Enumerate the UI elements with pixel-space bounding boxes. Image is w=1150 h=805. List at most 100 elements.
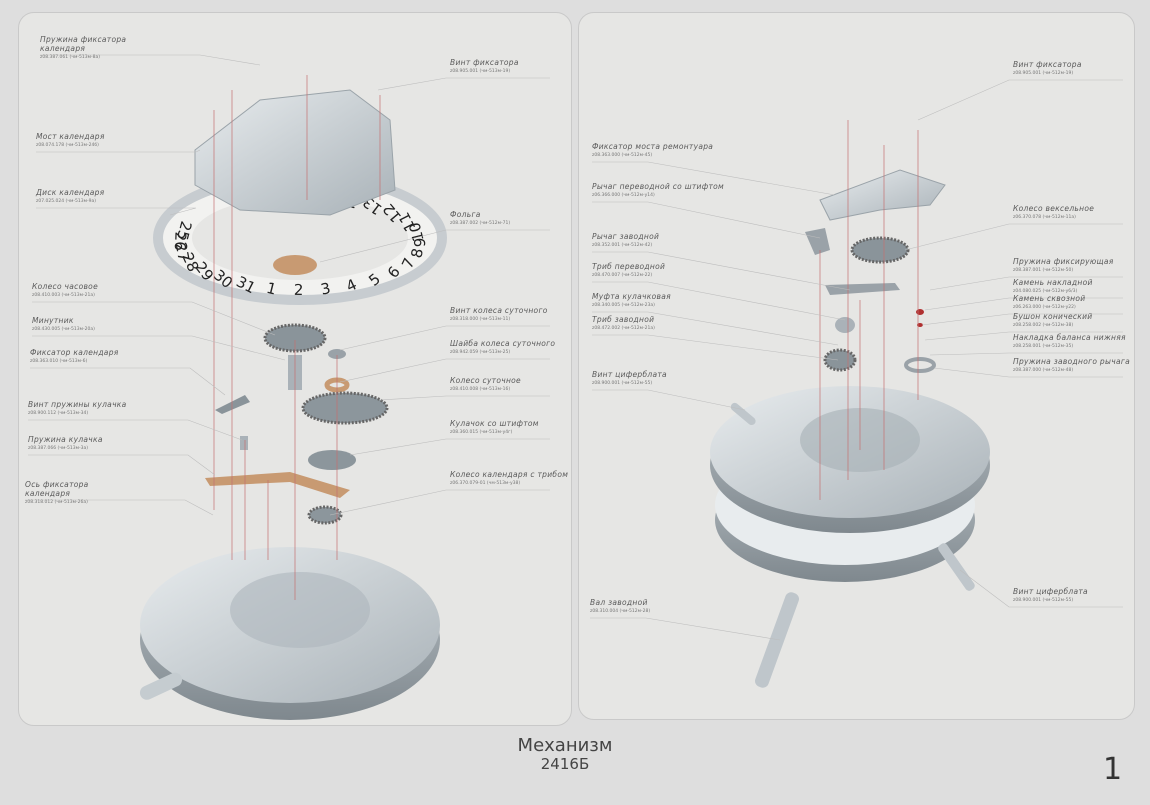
part-name: Накладка баланса нижняя: [1013, 333, 1126, 342]
part-code: z08.900.001 (чм-512м-55): [1013, 598, 1074, 603]
right-parts: [805, 169, 946, 373]
part-label: Пружина фиксирующая z08.387.001 (чм-512м-…: [1013, 257, 1114, 273]
title-line-1: Механизм: [517, 735, 613, 756]
part-code: z08.430.005 (чм-513м-20а): [32, 327, 95, 332]
part-code: z08.387.000 (чм-512м-48): [1013, 368, 1074, 373]
part-code: z04.080.025 (чм-512м-у6/3): [1013, 289, 1078, 294]
leader-line: [30, 367, 226, 396]
part-code: z06.366.000 (чм-512м-у14): [592, 193, 655, 198]
part-label: Кулачок со штифтом z08.360.015 (чм-513м-у…: [450, 419, 539, 435]
part-name: Колесо часовое: [32, 282, 98, 291]
leader-line: [339, 325, 550, 351]
leader-line: [929, 352, 1123, 356]
leader-line: [32, 301, 276, 336]
left-gears: [205, 323, 389, 525]
part-code: z06.370.079-01 (чм-513м-у38): [450, 481, 521, 486]
leader-line: [592, 281, 846, 321]
part-code: z08.410.003 (чм-513м-21а): [32, 293, 95, 298]
leader-line: [592, 334, 839, 361]
leader-line: [379, 395, 550, 401]
part-code: z06.263.000 (чм-512м-у22): [1013, 305, 1076, 310]
part-code: z08.074.178 (чм-513м-24б): [36, 143, 99, 148]
leader-line: [329, 489, 550, 516]
calendar-digit: 3: [319, 279, 332, 299]
calendar-digit: 9: [411, 238, 429, 248]
part-name: Винт пружины кулачка: [28, 400, 127, 409]
part-label: Колесо вексельное z06.370.078 (чм-512м-11…: [1013, 204, 1094, 220]
part-name: Кулачок со штифтом: [450, 419, 539, 428]
part-label: Колесо суточное z08.410.008 (чм-513м-16): [450, 376, 521, 392]
leader-line: [933, 367, 1123, 378]
right-panel: [578, 12, 1135, 720]
leader-line: [590, 617, 781, 641]
part-name: Пружина кулачка: [28, 435, 103, 444]
part-label: Винт пружины кулачка z08.900.112 (чм-513м…: [28, 400, 127, 416]
part-code: z08.352.001 (чм-512м-42): [592, 243, 653, 248]
part-code: z08.387.001 (чм-512м-50): [1013, 268, 1074, 273]
leader-line: [349, 438, 550, 456]
part-code: z08.900.112 (чм-513м-34): [28, 411, 89, 416]
part-code: z08.470.007 (чм-512м-22): [592, 273, 653, 278]
leader-line: [36, 149, 201, 153]
part-name: Колесо вексельное: [1013, 204, 1095, 213]
part-code: z08.360.015 (чм-513м-у4г): [450, 430, 513, 435]
leader-line: [28, 454, 216, 476]
part-code: z08.387.061 (чм-513м-8а): [40, 55, 100, 60]
part-name: Камень накладной: [1013, 278, 1093, 287]
part-code: z08.905.001 (чм-513м-19): [450, 69, 511, 74]
part-name: Минутник: [32, 316, 74, 325]
calendar-digit: 2: [294, 281, 304, 299]
part-code: z08.905.001 (чм-512м-19): [1013, 71, 1074, 76]
part-name: Муфта кулачковая: [592, 292, 671, 301]
part-name: Мост календаря: [36, 132, 105, 141]
part-label: Мост календаря z08.074.178 (чм-513м-24б): [36, 132, 105, 148]
part-name: Ось фиксатора календаря: [25, 480, 89, 498]
leader-line: [32, 335, 286, 361]
part-code: z08.340.005 (чм-512м-23а): [592, 303, 655, 308]
part-code: z08.258.001 (чм-512м-35): [1013, 344, 1074, 349]
part-code: z08.410.008 (чм-513м-16): [450, 387, 511, 392]
part-code: z06.370.078 (чм-512м-11а): [1013, 215, 1076, 220]
part-name: Шайба колеса суточного: [450, 339, 556, 348]
part-name: Камень сквозной: [1013, 294, 1086, 303]
leader-line: [592, 389, 746, 411]
leader-line: [339, 358, 550, 383]
poster-title: Механизм 2416Б: [500, 736, 630, 774]
calendar-bridge: [194, 89, 396, 216]
calendar-digit: 8: [407, 247, 427, 260]
part-label: Накладка баланса нижняя z08.258.001 (чм-5…: [1013, 333, 1126, 349]
part-label: Колесо часовое z08.410.003 (чм-513м-21а): [32, 282, 98, 298]
leader-line: [929, 276, 1123, 291]
calendar-digit: 26: [171, 231, 190, 251]
part-name: Пружина фиксирующая: [1013, 257, 1114, 266]
title-line-2: 2416Б: [540, 755, 590, 773]
calendar-digit: 10: [406, 220, 428, 243]
page-number: 1: [1103, 752, 1123, 787]
part-label: Камень накладной z04.080.025 (чм-512м-у6/…: [1013, 278, 1093, 294]
leader-line: [924, 297, 1123, 311]
leader-line: [28, 419, 243, 441]
part-code: z08.900.001 (чм-512м-55): [592, 381, 653, 386]
part-name: Диск календаря: [36, 188, 105, 197]
leader-line: [592, 201, 821, 239]
assembly-lines: [213, 75, 381, 600]
part-name: Колесо суточное: [450, 376, 521, 385]
part-name: Пружина фиксатора календаря: [40, 35, 127, 53]
part-name: Вал заводной: [590, 598, 648, 607]
part-name: Триб переводной: [592, 262, 666, 271]
calendar-disc: 141312111098765432131302928272625: [153, 171, 447, 305]
calendar-digit: 27: [172, 241, 193, 263]
part-code: z08.472.002 (чм-512м-21а): [592, 326, 655, 331]
